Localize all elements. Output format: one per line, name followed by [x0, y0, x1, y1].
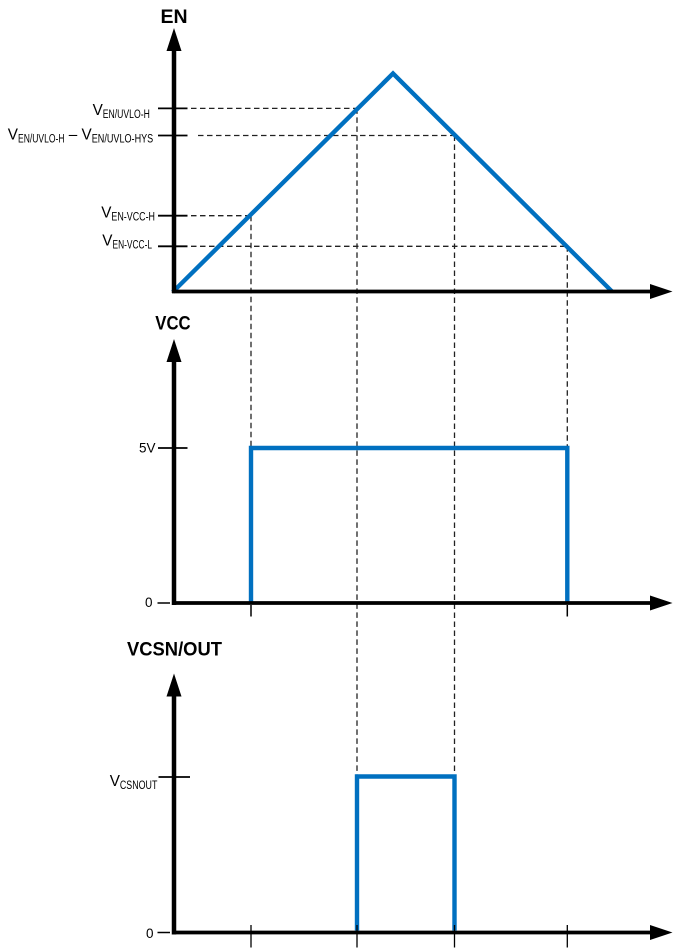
svg-text:VCSN/OUT: VCSN/OUT — [127, 639, 222, 661]
svg-text:5V: 5V — [139, 441, 156, 456]
svg-text:VCC: VCC — [155, 314, 191, 335]
svg-text:EN: EN — [161, 6, 188, 28]
svg-text:0: 0 — [146, 926, 154, 941]
svg-text:0: 0 — [145, 595, 153, 610]
